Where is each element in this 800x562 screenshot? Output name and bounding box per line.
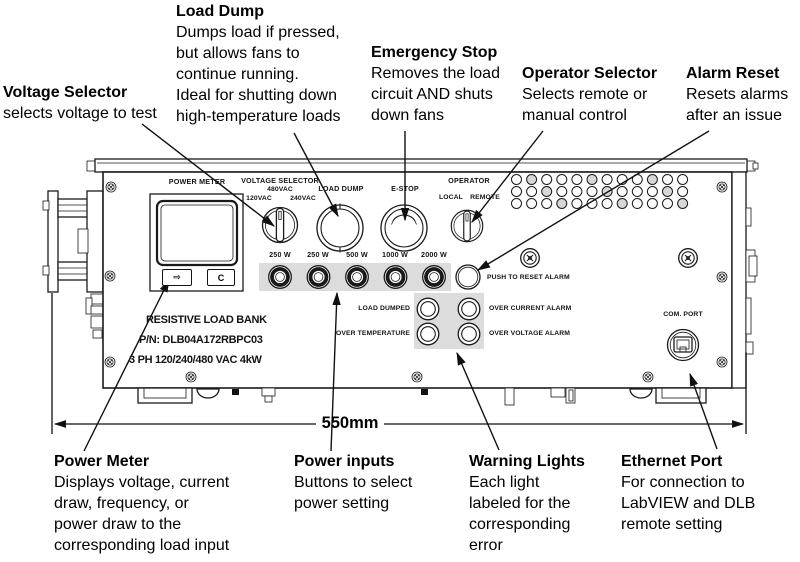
screw-icon xyxy=(411,371,423,383)
load-dumped-label: LOAD DUMPED xyxy=(358,305,410,312)
annotation-body: For connection to LabVIEW and DLB remote… xyxy=(621,474,756,533)
screw-icon xyxy=(716,181,728,193)
voltage-480-label: 480VAC xyxy=(267,186,293,193)
power-meter-label: POWER METER xyxy=(168,177,226,186)
annotation-body: selects voltage to test xyxy=(3,105,157,122)
annotation-body: Buttons to select power setting xyxy=(294,474,413,512)
dimension-550mm xyxy=(51,293,747,434)
leader-power-inputs xyxy=(330,291,341,452)
annotation-title: Load Dump xyxy=(176,3,264,20)
annotation-operator-selector: Operator Selector Selects remote or manu… xyxy=(522,63,657,126)
operator-remote-label: REMOTE xyxy=(470,194,500,201)
power-input-button-4 xyxy=(383,265,408,289)
input-busbar-assembly xyxy=(42,190,104,339)
annotation-load-dump: Load Dump Dumps load if pressed, but all… xyxy=(176,1,341,127)
annotation-title: Emergency Stop xyxy=(371,44,498,61)
warning-light-over-current xyxy=(457,297,481,321)
annotation-alarm-reset: Alarm Reset Resets alarms after an issue xyxy=(686,63,788,126)
warning-light-over-voltage xyxy=(457,322,481,346)
load-dump-label: LOAD DUMP xyxy=(318,184,364,193)
power-button-label-5: 2000 W xyxy=(421,250,447,259)
vent-holes xyxy=(511,174,689,209)
screw-icon xyxy=(716,356,728,368)
leader-load-dump xyxy=(293,132,339,218)
annotation-title: Power inputs xyxy=(294,453,395,470)
power-button-label-3: 500 W xyxy=(346,250,368,259)
annotation-title: Alarm Reset xyxy=(686,65,780,82)
screw-icon xyxy=(185,371,197,383)
com-port-label: COM. PORT xyxy=(663,311,703,318)
warning-light-over-temperature xyxy=(416,322,440,346)
meter-next-button: ⇨ xyxy=(162,269,192,286)
right-side-panel xyxy=(731,171,758,389)
annotation-body: Each light labeled for the corresponding… xyxy=(469,474,571,554)
operator-local-label: LOCAL xyxy=(439,194,463,201)
voltage-120-label: 120VAC xyxy=(246,195,272,202)
leader-power-meter xyxy=(83,278,170,452)
nameplate-line-2: P/N: DLB04A172RBPC03 xyxy=(139,334,263,346)
annotation-body: Selects remote or manual control xyxy=(522,86,648,124)
power-input-button-2 xyxy=(306,265,331,289)
meter-clear-button: C xyxy=(207,269,235,286)
leader-lines xyxy=(83,123,718,452)
annotation-title: Voltage Selector xyxy=(3,84,128,101)
annotation-warning-lights: Warning Lights Each light labeled for th… xyxy=(469,451,585,556)
com-port-jack xyxy=(666,328,700,362)
annotation-body: Dumps load if pressed, but allows fans t… xyxy=(176,24,341,125)
annotation-power-meter: Power Meter Displays voltage, current dr… xyxy=(54,451,229,556)
large-screw-icon xyxy=(520,248,540,268)
leader-alarm-reset xyxy=(476,130,710,271)
right-arrow-icon: ⇨ xyxy=(173,272,181,282)
leader-ethernet-port xyxy=(689,372,718,450)
power-button-label-1: 250 W xyxy=(269,250,291,259)
nameplate-line-3: 3 PH 120/240/480 VAC 4kW xyxy=(129,354,262,366)
nameplate-line-1: RESISTIVE LOAD BANK xyxy=(146,314,267,326)
leader-operator-selector xyxy=(471,130,544,223)
annotation-body: Displays voltage, current draw, frequenc… xyxy=(54,474,230,554)
screw-icon xyxy=(104,270,116,282)
top-cap-strip xyxy=(86,158,759,173)
leader-warning-lights xyxy=(456,351,500,451)
voltage-selector-label: VOLTAGE SELECTOR xyxy=(241,176,319,185)
screw-icon xyxy=(104,356,116,368)
annotation-body: Removes the load circuit AND shuts down … xyxy=(371,65,500,124)
bottom-feet xyxy=(137,387,707,406)
voltage-240-label: 240VAC xyxy=(290,195,316,202)
over-voltage-label: OVER VOLTAGE ALARM xyxy=(489,330,570,337)
leader-voltage-selector xyxy=(141,123,275,227)
dimension-width-label: 550mm xyxy=(321,414,379,432)
annotation-title: Operator Selector xyxy=(522,65,658,82)
annotation-power-inputs: Power inputs Buttons to select power set… xyxy=(294,451,412,514)
annotation-title: Warning Lights xyxy=(469,453,585,470)
screw-icon xyxy=(105,181,117,193)
power-meter-display xyxy=(149,193,244,292)
over-current-label: OVER CURRENT ALARM xyxy=(489,305,572,312)
power-input-button-3 xyxy=(345,265,369,289)
annotation-voltage-selector: Voltage Selector selects voltage to test xyxy=(3,82,157,124)
power-button-label-4: 1000 W xyxy=(382,250,408,259)
screw-icon xyxy=(716,271,728,283)
alarm-reset-button xyxy=(455,264,481,290)
power-input-button-1 xyxy=(268,265,292,289)
power-input-button-5 xyxy=(422,265,446,289)
meter-clear-label: C xyxy=(217,272,225,283)
operator-label: OPERATOR xyxy=(448,176,490,185)
warning-light-load-dumped xyxy=(416,297,440,321)
over-temperature-label: OVER TEMPERATURE xyxy=(336,330,410,337)
voltage-selector-knob xyxy=(261,206,299,244)
annotation-title: Power Meter xyxy=(54,453,150,470)
estop-label: E-STOP xyxy=(391,184,419,193)
screw-icon xyxy=(642,371,654,383)
estop-button xyxy=(380,204,428,252)
annotation-ethernet-port: Ethernet Port For connection to LabVIEW … xyxy=(621,451,755,535)
power-button-label-2: 250 W xyxy=(307,250,329,259)
annotation-emergency-stop: Emergency Stop Removes the load circuit … xyxy=(371,42,500,126)
large-screw-icon xyxy=(678,248,698,268)
annotation-body: Resets alarms after an issue xyxy=(686,86,789,124)
load-dump-button xyxy=(316,203,364,253)
alarm-reset-label: PUSH TO RESET ALARM xyxy=(487,274,570,281)
annotation-title: Ethernet Port xyxy=(621,453,723,470)
